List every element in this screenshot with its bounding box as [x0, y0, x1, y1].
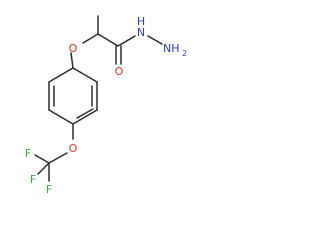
- ether-oxygen-label: O: [69, 42, 78, 55]
- fluorine-2-label: F: [30, 173, 36, 186]
- ring-bond-1: [72, 67, 98, 83]
- bond-c-f2: [37, 162, 50, 175]
- bond-alpha-ether-o: [82, 33, 99, 44]
- molecule-structure-diagram: O N H NH 2 O O F F F: [25, 15, 187, 196]
- carbonyl-oxygen-label: O: [115, 65, 124, 78]
- atom-labels: O N H NH 2 O O F F F: [25, 15, 187, 196]
- ring-bond-4: [48, 109, 74, 125]
- structure-svg: O N H NH 2 O O F F F: [25, 15, 187, 196]
- bonds: [34, 15, 163, 182]
- bond-c-f1: [34, 154, 50, 164]
- hydrazide-nh-label: N: [137, 26, 145, 39]
- ring-bond-6: [48, 67, 74, 83]
- bond-ether-o-ring: [70, 52, 74, 69]
- bond-aryl-o-cf3: [48, 152, 68, 164]
- bond-alpha-carbonyl: [97, 33, 119, 47]
- hydrazide-nh2-label: NH: [163, 42, 180, 55]
- fluorine-1-label: F: [25, 147, 31, 160]
- aryl-ether-oxygen-label: O: [69, 142, 78, 155]
- fluorine-3-label: F: [46, 183, 52, 196]
- hydrazide-nh-h-label: H: [137, 15, 145, 28]
- bond-carbonyl-n: [117, 35, 136, 47]
- ring-bond-3: [72, 109, 98, 125]
- bond-n-n: [147, 35, 163, 45]
- hydrazide-nh2-subscript: 2: [182, 49, 187, 58]
- ring-inner-bond-3: [76, 108, 94, 119]
